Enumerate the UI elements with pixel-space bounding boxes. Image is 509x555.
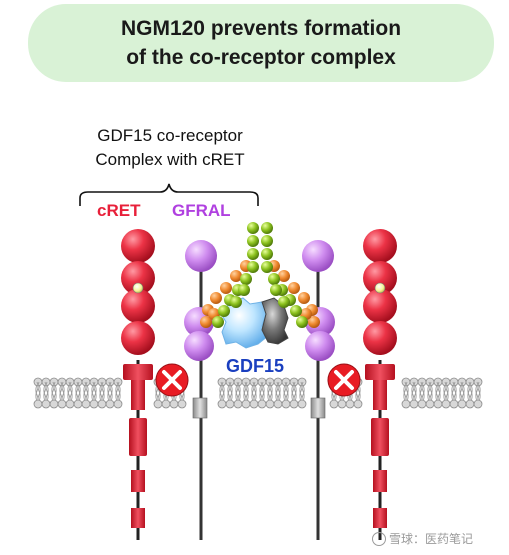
antibody-bead-green <box>261 248 273 260</box>
title-line-2: of the co-receptor complex <box>126 46 396 69</box>
lipid-head-lower <box>425 381 435 409</box>
antibody-bead-green <box>278 296 290 308</box>
lipid-head-lower <box>217 381 227 409</box>
lipid-head-lower <box>465 381 475 409</box>
lipid-head-lower <box>457 381 467 409</box>
antibody-bead-green <box>247 261 259 273</box>
antibody-bead-green <box>296 316 308 328</box>
snowball-logo-icon <box>372 531 386 546</box>
lipid-head-lower <box>433 381 443 409</box>
title-line-1: NGM120 prevents formation <box>120 17 402 40</box>
cret-receptor-right <box>363 229 397 540</box>
gfral-receptor-left <box>184 240 217 540</box>
cell-membrane <box>33 377 483 409</box>
lipid-head-lower <box>73 381 83 409</box>
antibody-bead-orange <box>200 316 212 328</box>
lipid-head-lower <box>473 381 483 409</box>
lipid-head-lower <box>241 381 251 409</box>
watermark-text: 雪球：医药笔记 <box>389 532 474 546</box>
antibody-bead-orange <box>278 270 290 282</box>
lipid-head-lower <box>97 381 107 409</box>
lipid-head-lower <box>289 381 299 409</box>
antibody-bead-green <box>230 296 242 308</box>
gfral-receptor-right <box>302 240 335 540</box>
lipid-head-lower <box>297 381 307 409</box>
lipid-head-lower <box>441 381 451 409</box>
gdf15-label: GDF15 <box>226 356 285 376</box>
lipid-head-lower <box>281 381 291 409</box>
lipid-head-lower <box>401 381 411 409</box>
gdf15-dimer <box>219 297 289 349</box>
lipid-head-lower <box>257 381 267 409</box>
antibody-bead-green <box>212 316 224 328</box>
x-circle-icon <box>155 363 189 397</box>
complex-brace <box>79 183 259 206</box>
cret-receptor-left <box>121 229 155 540</box>
antibody-bead-orange <box>298 292 310 304</box>
gfral-label: GFRAL <box>172 201 231 220</box>
lipid-head-lower <box>105 381 115 409</box>
lipid-head-lower <box>41 381 51 409</box>
lipid-head-lower <box>49 381 59 409</box>
antibody-bead-orange <box>210 292 222 304</box>
x-circle-icon <box>327 363 361 397</box>
lipid-head-lower <box>81 381 91 409</box>
antibody-bead-orange <box>308 316 320 328</box>
title-banner: NGM120 prevents formation of the co-rece… <box>28 4 494 82</box>
antibody-bead-green <box>261 261 273 273</box>
antibody-bead-green <box>218 305 230 317</box>
lipid-head-lower <box>33 381 43 409</box>
lipid-head-lower <box>113 381 123 409</box>
lipid-head-lower <box>89 381 99 409</box>
antibody-bead-orange <box>220 282 232 294</box>
cret-label: cRET <box>97 201 141 220</box>
lipid-head-lower <box>273 381 283 409</box>
calcium-site-icon <box>374 282 386 294</box>
watermark: 雪球：医药笔记 <box>372 530 473 547</box>
antibody-bead-green <box>247 222 259 234</box>
lipid-head-lower <box>409 381 419 409</box>
antibody-bead-green <box>261 235 273 247</box>
lipid-head-lower <box>65 381 75 409</box>
lipid-head-lower <box>249 381 259 409</box>
antibody-bead-green <box>290 305 302 317</box>
antibody-bead-green <box>270 284 282 296</box>
antibody-bead-green <box>261 222 273 234</box>
antibody-bead-green <box>247 248 259 260</box>
lipid-head-lower <box>265 381 275 409</box>
lipid-head-lower <box>449 381 459 409</box>
lipid-head-lower <box>57 381 67 409</box>
antibody-bead-green <box>247 235 259 247</box>
ngm120-antibody <box>200 222 320 328</box>
antibody-bead-orange <box>288 282 300 294</box>
lipid-head-lower <box>233 381 243 409</box>
antibody-bead-green <box>238 284 250 296</box>
antibody-bead-orange <box>230 270 242 282</box>
lipid-head-lower <box>417 381 427 409</box>
antibody-bead-green <box>240 273 252 285</box>
complex-label-line-2: Complex with cRET <box>95 150 245 169</box>
calcium-site-icon <box>132 282 144 294</box>
complex-label-line-1: GDF15 co-receptor <box>97 126 243 145</box>
complex-label: GDF15 co-receptor Complex with cRET <box>40 124 300 172</box>
lipid-head-lower <box>225 381 235 409</box>
antibody-bead-green <box>268 273 280 285</box>
